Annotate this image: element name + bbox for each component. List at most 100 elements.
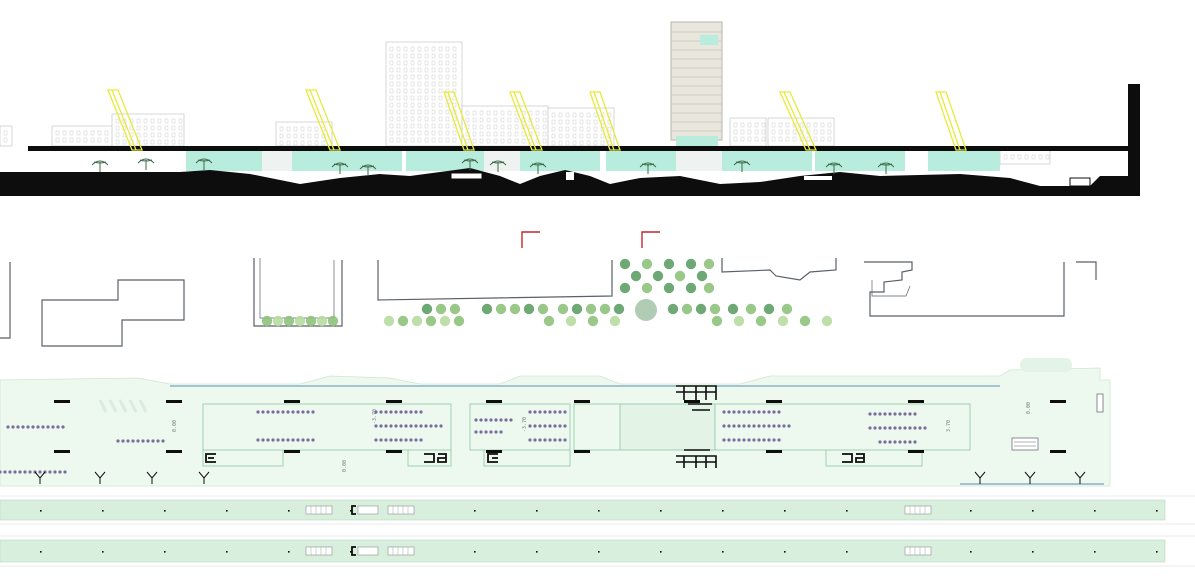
track-marker <box>288 551 290 553</box>
tree-canopy-icon <box>652 270 664 282</box>
bench-icon <box>284 400 300 403</box>
track-marker <box>164 510 166 512</box>
glass-gap <box>484 151 520 171</box>
tree-canopy-icon <box>755 315 767 327</box>
seat-dot <box>489 430 493 434</box>
level-label-d: 3.70 <box>946 420 952 432</box>
seat-dot <box>56 425 60 429</box>
track-marker <box>846 510 848 512</box>
bench-icon <box>386 400 402 403</box>
seat-dot <box>873 426 877 430</box>
edge-marker <box>198 471 210 484</box>
seat-dot <box>256 410 260 414</box>
track-glyph <box>351 505 356 515</box>
seat-dot <box>409 410 413 414</box>
seat-dot <box>151 439 155 443</box>
seat-dot <box>58 470 62 474</box>
seat-dot <box>893 412 897 416</box>
track-marker <box>722 551 724 553</box>
seat-dot <box>782 424 786 428</box>
skylight-frame-icon <box>589 91 621 151</box>
level-label-f: 0.00 <box>1026 402 1032 414</box>
seat-dot <box>752 424 756 428</box>
building-block <box>547 107 615 147</box>
glass-pane <box>722 151 812 171</box>
tree-canopy-icon <box>703 282 715 294</box>
seat-dot <box>21 425 25 429</box>
bench-icon <box>574 400 590 403</box>
seat-dot <box>414 410 418 414</box>
seat-dot <box>767 424 771 428</box>
tree-canopy-icon <box>641 282 653 294</box>
seat-dot <box>306 410 310 414</box>
seat-dot <box>787 424 791 428</box>
seat-dot <box>757 438 761 442</box>
seat-dot <box>563 410 567 414</box>
seat-dot <box>742 424 746 428</box>
seat-dot <box>266 438 270 442</box>
edge-marker <box>34 471 46 484</box>
seat-dot <box>868 412 872 416</box>
plan-building-outlines <box>0 258 1097 347</box>
seat-dot <box>772 410 776 414</box>
tall-tower <box>670 21 723 148</box>
building-block <box>999 149 1051 165</box>
palm-tree-icon <box>639 162 657 174</box>
plan-site: 0.00 -3.70 0.00 3.70 -3.70 0.00 <box>0 358 1111 487</box>
track-marker <box>598 551 600 553</box>
roof-slab <box>28 146 1128 151</box>
seat-dot <box>762 438 766 442</box>
palm-tree-icon <box>489 160 507 172</box>
seat-dot <box>499 430 503 434</box>
seat-dot <box>389 410 393 414</box>
track-vehicle <box>305 505 333 515</box>
seat-dot <box>404 424 408 428</box>
seat-dot <box>419 410 423 414</box>
tree-canopy-icon <box>711 315 723 327</box>
seat-dot <box>727 438 731 442</box>
seat-dot <box>121 439 125 443</box>
seat-dot <box>479 430 483 434</box>
edge-marker <box>1024 471 1036 484</box>
seat-dot <box>777 424 781 428</box>
tree-canopy-icon <box>587 315 599 327</box>
tree-canopy-icon <box>411 315 423 327</box>
edge-marker <box>974 471 986 484</box>
bench-icon <box>166 450 182 453</box>
seat-dot <box>394 438 398 442</box>
tree-canopy-icon <box>294 315 306 327</box>
tree-canopy-icon <box>397 315 409 327</box>
seat-dot <box>116 439 120 443</box>
tree-canopy-icon <box>609 315 621 327</box>
seat-dot <box>414 424 418 428</box>
seat-dot <box>3 470 7 474</box>
seat-dot <box>888 440 892 444</box>
section-elevation <box>0 21 1140 196</box>
seat-dot <box>558 410 562 414</box>
seat-dot <box>918 426 922 430</box>
seat-dot <box>131 439 135 443</box>
seat-dot <box>281 438 285 442</box>
track-strips <box>0 495 1195 567</box>
seat-dot <box>543 424 547 428</box>
seat-dot <box>474 430 478 434</box>
building-block <box>767 117 835 147</box>
track-marker <box>536 551 538 553</box>
seat-dot <box>772 424 776 428</box>
seat-dot <box>732 438 736 442</box>
seat-dot <box>737 438 741 442</box>
track-marker <box>288 510 290 512</box>
building-block <box>729 117 767 147</box>
seat-dot <box>747 424 751 428</box>
track-marker <box>350 551 352 553</box>
seat-dot <box>379 438 383 442</box>
seat-dot <box>261 410 265 414</box>
tree-canopy-icon <box>571 303 583 315</box>
seat-dot <box>141 439 145 443</box>
seat-dot <box>296 438 300 442</box>
building-block <box>461 105 549 147</box>
track-marker <box>1032 551 1034 553</box>
seat-dot <box>311 438 315 442</box>
building-block <box>275 121 333 147</box>
seat-dot <box>36 425 40 429</box>
